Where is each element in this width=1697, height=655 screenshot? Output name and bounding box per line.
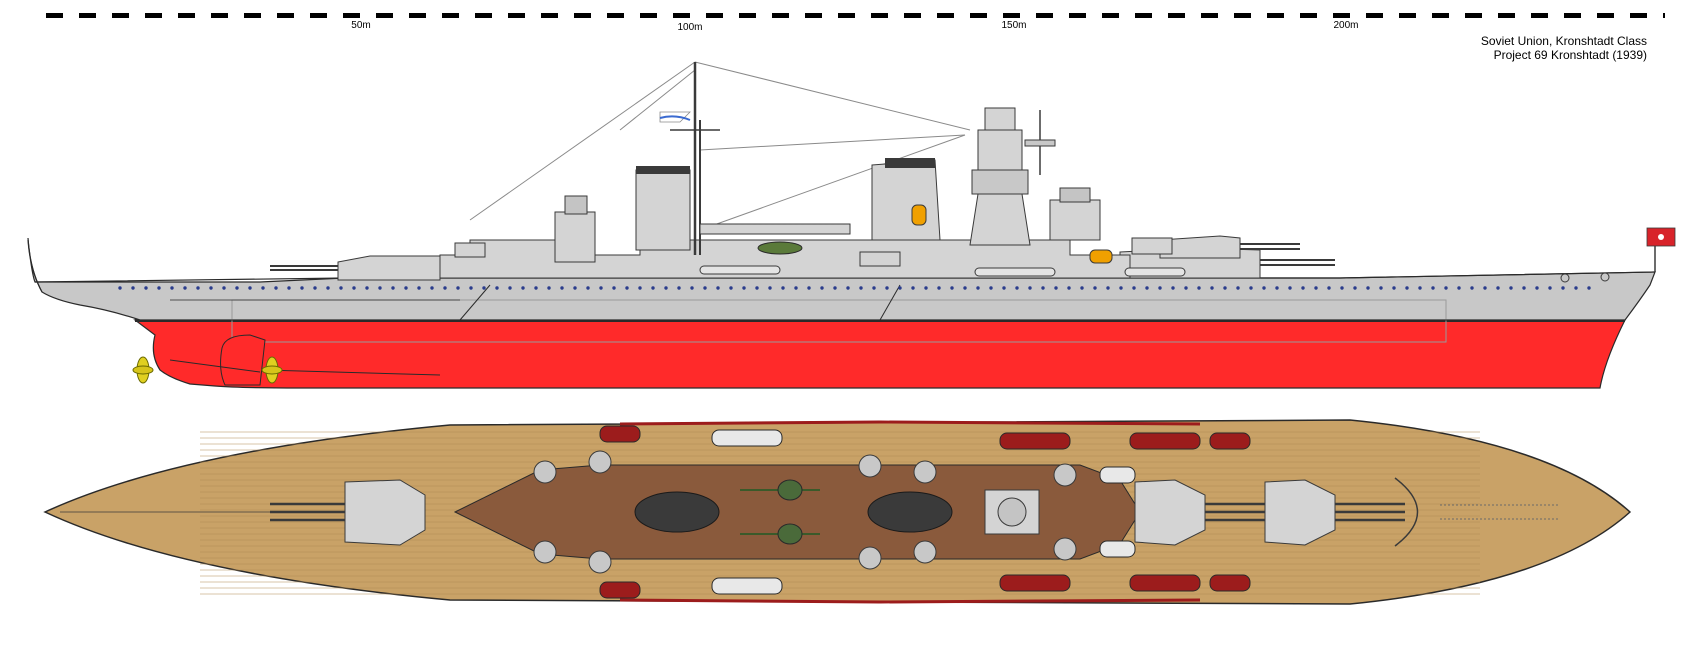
lifeboat bbox=[999, 574, 1071, 592]
aft-main-turret bbox=[270, 255, 441, 281]
aft-funnel bbox=[635, 166, 691, 251]
secondary-turret bbox=[913, 460, 937, 484]
seaplane-port bbox=[740, 479, 820, 501]
lifeboat bbox=[1129, 574, 1201, 592]
scale-label-200m: 200m bbox=[1333, 20, 1358, 31]
title-line-project: Project 69 Kronshtadt (1939) bbox=[1493, 48, 1647, 62]
lifeboats-top bbox=[599, 425, 1251, 599]
drawing-title: Soviet Union, Kronshtadt Class Project 6… bbox=[1481, 34, 1647, 62]
motor-launch bbox=[711, 577, 783, 595]
forward-funnel bbox=[871, 158, 941, 241]
lifeboat bbox=[1129, 432, 1201, 450]
underwater-hull bbox=[133, 319, 1626, 389]
armor-edge-bottom bbox=[619, 598, 1201, 604]
scale-label-100m: 100m bbox=[677, 22, 702, 33]
propeller-aft bbox=[132, 356, 154, 384]
aft-main-turret-top bbox=[270, 479, 426, 546]
top-view bbox=[43, 419, 1632, 605]
secondary-turret bbox=[913, 540, 937, 564]
portholes bbox=[118, 286, 1591, 290]
secondary-turrets-top bbox=[533, 450, 1077, 574]
bow-flag bbox=[1646, 227, 1676, 272]
armor-belt-outline bbox=[231, 299, 1447, 343]
forward-secondary-tower bbox=[1049, 187, 1113, 264]
scale-label-150m: 150m bbox=[1001, 20, 1026, 31]
rudder-and-shafts bbox=[169, 334, 441, 386]
lifeboat bbox=[1209, 574, 1251, 592]
forward-main-turret-2-top bbox=[1264, 479, 1405, 546]
title-line-class: Soviet Union, Kronshtadt Class bbox=[1480, 34, 1647, 48]
forward-main-turret-1-top bbox=[1134, 479, 1265, 546]
secondary-turret bbox=[858, 454, 882, 478]
armor-edge-top bbox=[619, 420, 1201, 426]
lifeboats-side bbox=[699, 265, 1186, 277]
scale-bar: 50m 100m 150m 200m bbox=[30, 13, 1665, 33]
propeller-forward bbox=[261, 356, 283, 384]
secondary-turret bbox=[533, 460, 557, 484]
secondary-turrets bbox=[454, 237, 1173, 267]
anchor-fitting bbox=[1560, 273, 1570, 283]
lifeboat bbox=[999, 432, 1071, 450]
secondary-turret bbox=[1053, 463, 1077, 487]
forward-funnel-top bbox=[867, 491, 953, 533]
scale-label-50m: 50m bbox=[351, 20, 370, 31]
breakwater bbox=[1394, 477, 1419, 547]
seaplane-starboard bbox=[740, 523, 820, 545]
secondary-turret bbox=[858, 546, 882, 570]
rigging-lines bbox=[469, 61, 971, 231]
main-tower bbox=[969, 107, 1056, 246]
side-profile bbox=[27, 61, 1676, 389]
secondary-turret bbox=[533, 540, 557, 564]
aft-funnel-top bbox=[634, 491, 720, 533]
aircraft-crane bbox=[699, 223, 851, 255]
motor-launch bbox=[711, 429, 783, 447]
motor-launch bbox=[1099, 540, 1136, 558]
secondary-turret bbox=[588, 450, 612, 474]
lifeboat bbox=[599, 425, 641, 443]
lifeboat bbox=[1209, 432, 1251, 450]
lifeboat bbox=[599, 581, 641, 599]
motor-launch bbox=[1099, 466, 1136, 484]
anchor-fitting bbox=[1600, 272, 1610, 282]
forward-main-turret-2 bbox=[1159, 235, 1300, 259]
secondary-turret bbox=[1053, 537, 1077, 561]
secondary-turret bbox=[588, 550, 612, 574]
aft-secondary-tower bbox=[554, 195, 596, 263]
